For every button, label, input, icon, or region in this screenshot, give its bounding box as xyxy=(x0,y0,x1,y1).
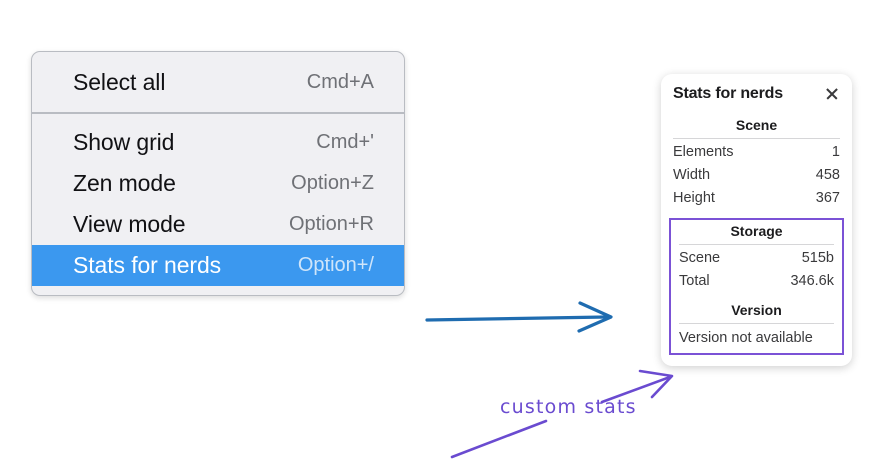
panel-title: Stats for nerds xyxy=(673,85,783,102)
menu-item-shortcut: Option+Z xyxy=(291,172,374,194)
stat-value: 1 xyxy=(831,144,840,160)
menu-item-label: Select all xyxy=(73,69,166,95)
panel-header: Stats for nerds xyxy=(672,84,841,103)
stat-value: 346.6k xyxy=(790,273,834,289)
stat-key: Height xyxy=(673,190,715,206)
menu-item-shortcut: Cmd+A xyxy=(306,71,374,93)
menu-item-label: Stats for nerds xyxy=(73,252,222,278)
menu-group-2: Show grid Cmd+' Zen mode Option+Z View m… xyxy=(32,114,404,295)
context-menu[interactable]: Select all Cmd+A Show grid Cmd+' Zen mod… xyxy=(31,51,405,296)
stat-row-storage-scene: Scene 515b xyxy=(679,247,834,270)
storage-divider xyxy=(679,244,834,245)
menu-item-stats-for-nerds[interactable]: Stats for nerds Option+/ xyxy=(32,245,404,286)
version-note: Version not available xyxy=(679,330,813,346)
menu-item-label: Zen mode xyxy=(73,170,176,196)
stat-key: Scene xyxy=(679,250,721,266)
menu-item-zen-mode[interactable]: Zen mode Option+Z xyxy=(32,163,404,204)
menu-item-shortcut: Cmd+' xyxy=(316,131,374,153)
stat-value: 458 xyxy=(815,167,840,183)
menu-item-show-grid[interactable]: Show grid Cmd+' xyxy=(32,122,404,163)
version-heading: Version xyxy=(731,302,782,318)
stat-row-height: Height 367 xyxy=(673,187,840,210)
version-divider xyxy=(679,323,834,324)
stats-for-nerds-panel[interactable]: Stats for nerds Scene Elements 1 Width 4… xyxy=(661,74,852,366)
storage-heading: Storage xyxy=(730,223,783,239)
stat-key: Elements xyxy=(673,144,734,160)
menu-item-select-all[interactable]: Select all Cmd+A xyxy=(32,62,404,103)
scene-heading: Scene xyxy=(735,117,778,133)
stat-value: 515b xyxy=(801,250,834,266)
flow-arrow-icon xyxy=(425,301,613,333)
custom-stats-highlight-box: Storage Scene 515b Total 346.6k Version … xyxy=(669,218,844,355)
stat-row-elements: Elements 1 xyxy=(673,141,840,164)
menu-item-label: View mode xyxy=(73,211,186,237)
stat-row-width: Width 458 xyxy=(673,164,840,187)
stat-key: Total xyxy=(679,273,710,289)
menu-group-1: Select all Cmd+A xyxy=(32,52,404,112)
callout-underline-stroke xyxy=(450,419,548,459)
menu-item-shortcut: Option+R xyxy=(288,213,374,235)
close-icon[interactable] xyxy=(824,86,840,102)
menu-item-view-mode[interactable]: View mode Option+R xyxy=(32,204,404,245)
scene-divider xyxy=(673,138,840,139)
menu-item-shortcut: Option+/ xyxy=(297,254,374,276)
menu-item-label: Show grid xyxy=(73,129,175,155)
stat-row-storage-total: Total 346.6k xyxy=(679,270,834,293)
scene-section: Scene Elements 1 Width 458 Height 367 xyxy=(672,115,841,210)
custom-stats-annotation-label: custom stats xyxy=(500,396,637,418)
stat-value: 367 xyxy=(815,190,840,206)
stat-key: Width xyxy=(673,167,711,183)
menu-divider xyxy=(32,112,404,114)
